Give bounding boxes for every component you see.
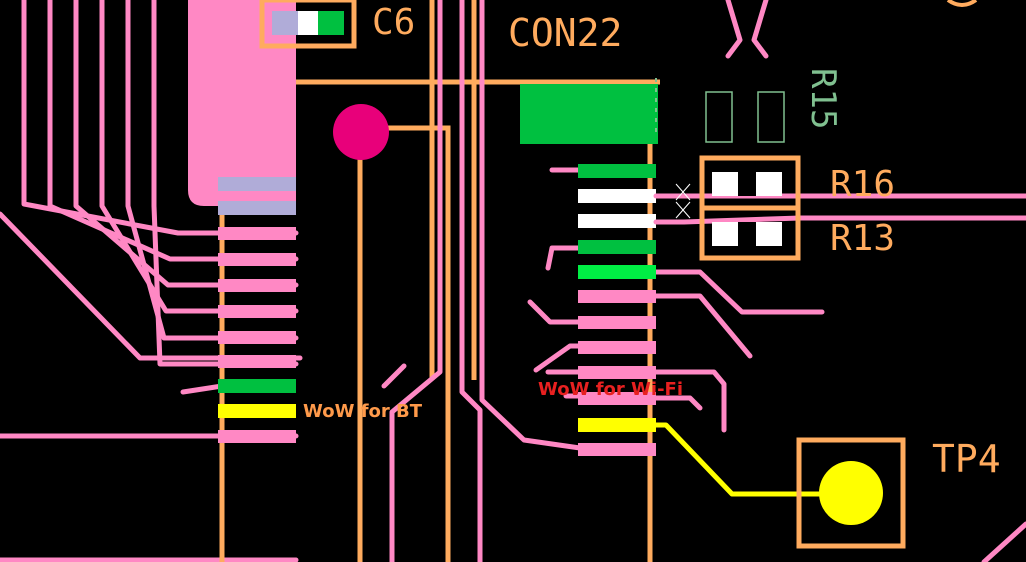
highlighted-net-wow-wifi (656, 422, 850, 497)
middle-traces (381, 0, 583, 562)
wow-wifi-annotation: WoW for Wi-Fi (538, 379, 683, 400)
c6-component (259, 0, 357, 49)
r16-label: R16 (830, 164, 895, 205)
tp4-label: TP4 (932, 437, 1001, 481)
tp4-test-point (796, 437, 906, 549)
left-pad-column (218, 177, 296, 562)
con22-label: CON22 (508, 11, 622, 55)
connector-traces (527, 167, 825, 433)
top-right-partial-part (946, 0, 978, 7)
via (333, 104, 389, 160)
con22-pads (520, 78, 658, 456)
c6-label: C6 (372, 2, 415, 43)
r13-label: R13 (830, 218, 895, 259)
r15-footprint (705, 91, 785, 143)
copper-pour (188, 0, 296, 206)
wow-bt-annotation: WoW for BT (303, 401, 423, 422)
pad-crossovers (675, 183, 691, 219)
r16-r13-components (699, 155, 801, 261)
r15-label: R15 (803, 68, 843, 129)
